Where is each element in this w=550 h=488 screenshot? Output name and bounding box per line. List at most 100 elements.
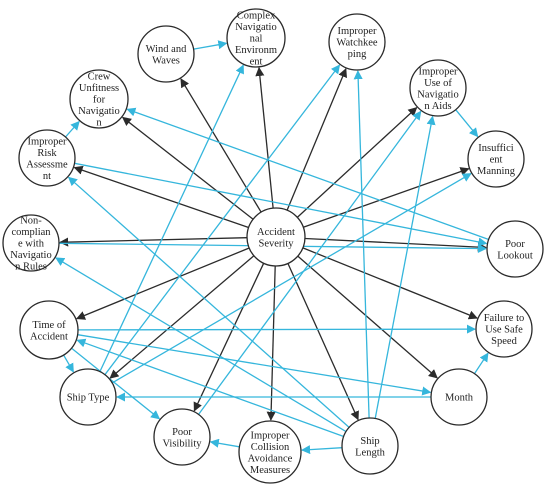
node-label-line: Use Safe — [485, 325, 523, 336]
edges-layer — [55, 40, 489, 455]
node-circle — [467, 130, 525, 188]
edge-month-to-safe_speed — [473, 352, 489, 374]
edge-time_accident-to-safe_speed — [77, 324, 476, 334]
node-label-line: ent — [250, 57, 263, 68]
node-circle — [137, 25, 195, 83]
node-label-line: for — [93, 95, 106, 106]
node-label-line: Month — [445, 393, 474, 404]
edge-time_accident-to-month — [77, 334, 432, 396]
edge-time_accident-to-visibility — [71, 347, 161, 420]
edge-accident_severity-to-manning — [303, 167, 470, 228]
edge-accident_severity-to-time_accident — [75, 247, 250, 320]
edge-wind_waves-to-complex_env — [193, 40, 228, 50]
node-circle — [153, 408, 211, 466]
node-circle — [341, 417, 399, 475]
node-label-line: Accident — [257, 227, 295, 238]
edge-accident_severity-to-visibility — [193, 262, 265, 412]
edge-accident_severity-to-collision — [266, 265, 276, 421]
node-label-line: Waves — [152, 55, 180, 66]
node-label-line: Time of — [32, 320, 66, 331]
edge-ship_length-to-time_accident — [76, 338, 344, 438]
node-label-line: Visibility — [162, 438, 202, 449]
node-label-line: Navigatio — [10, 250, 51, 261]
edge-risk-to-lookout — [74, 162, 488, 247]
node-label-line: Poor — [505, 239, 525, 250]
node-label-line: Ship Type — [67, 393, 110, 404]
node-ship_type: Ship Type — [59, 368, 117, 426]
edge-ship_length-to-risk — [67, 176, 350, 428]
node-label-line: Navigatio — [78, 106, 119, 117]
node-label-line: Improper — [250, 430, 290, 441]
node-circle — [409, 59, 467, 117]
edge-accident_severity-to-wind_waves — [180, 78, 262, 213]
edge-risk-to-crew — [65, 120, 80, 138]
node-label-line: Speed — [491, 336, 517, 347]
node-label-line: Watchkee — [336, 38, 377, 49]
edge-accident_severity-to-month — [297, 255, 438, 379]
edge-accident_severity-to-watchkeeping — [286, 67, 347, 211]
node-label-line: Avoidance — [248, 453, 293, 464]
node-label-line: Wind and — [146, 44, 187, 55]
node-label-line: Assessme — [26, 159, 68, 170]
node-label-line: Length — [355, 447, 385, 458]
edge-time_accident-to-ship_type — [63, 354, 74, 373]
node-label-line: Unfitness — [79, 83, 119, 94]
edge-ship_length-to-noncompliance — [55, 257, 347, 433]
node-label-line: nt — [43, 171, 51, 182]
node-label-line: Improper — [337, 26, 377, 37]
node-label-line: Use of — [424, 78, 452, 89]
edge-accident_severity-to-crew — [121, 116, 254, 220]
node-label-line: ent — [490, 155, 503, 166]
node-circle — [238, 420, 302, 484]
node-label-line: nal — [250, 34, 263, 45]
node-circle — [475, 300, 533, 358]
edge-ship_type-to-complex_env — [99, 64, 244, 372]
node-circle — [226, 8, 286, 68]
edge-accident_severity-to-nav_aids — [296, 106, 418, 218]
node-label-line: Ship — [360, 436, 379, 447]
node-circle — [246, 207, 306, 267]
edge-nav_aids-to-manning — [455, 109, 479, 138]
edge-ship_length-to-collision — [300, 445, 343, 455]
edge-lookout-to-crew — [126, 107, 489, 241]
node-label-line: Improper — [27, 136, 67, 147]
node-label-line: Improper — [418, 66, 458, 77]
edge-accident_severity-to-lookout — [304, 237, 487, 252]
node-label-line: Failure to — [484, 313, 525, 324]
node-label-line: Poor — [172, 427, 192, 438]
node-label-line: Accident — [30, 331, 68, 342]
edge-accident_severity-to-ship_length — [287, 263, 359, 421]
node-label-line: Lookout — [497, 250, 533, 261]
node-circle — [430, 368, 488, 426]
node-label-line: Measures — [250, 465, 290, 476]
node-label-line: Environm — [235, 45, 277, 56]
edge-visibility-to-nav_aids — [198, 110, 422, 415]
edge-ship_type-to-manning — [111, 173, 472, 384]
edge-ship_type-to-watchkeeping — [104, 64, 341, 376]
node-label-line: Crew — [88, 72, 111, 83]
node-circle — [18, 129, 76, 187]
node-month: Month — [430, 368, 488, 426]
node-label-line: Insuffici — [478, 143, 513, 154]
edge-accident_severity-to-risk — [73, 165, 249, 229]
node-circle — [486, 220, 544, 278]
node-label-line: n Aids — [424, 101, 451, 112]
node-circle — [69, 69, 129, 129]
node-label-line: Complex — [237, 11, 276, 22]
edge-accident_severity-to-noncompliance — [59, 237, 248, 247]
